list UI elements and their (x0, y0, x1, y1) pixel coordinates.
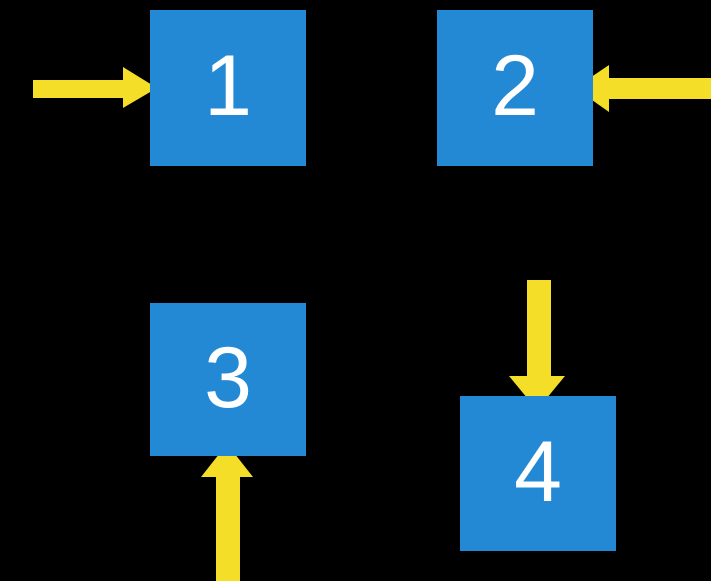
arrow-into-node-3 (201, 444, 253, 581)
node-4[interactable]: 4 (460, 396, 616, 551)
arrow-into-node-4 (509, 280, 565, 410)
arrow-into-node-2 (575, 65, 711, 112)
arrow-into-node-1 (33, 67, 157, 108)
node-1[interactable]: 1 (150, 10, 306, 166)
node-2[interactable]: 2 (437, 10, 593, 166)
node-1-label: 1 (204, 38, 252, 134)
node-2-label: 2 (491, 38, 539, 134)
node-3[interactable]: 3 (150, 303, 306, 456)
node-4-label: 4 (514, 423, 562, 520)
node-3-label: 3 (204, 329, 252, 426)
